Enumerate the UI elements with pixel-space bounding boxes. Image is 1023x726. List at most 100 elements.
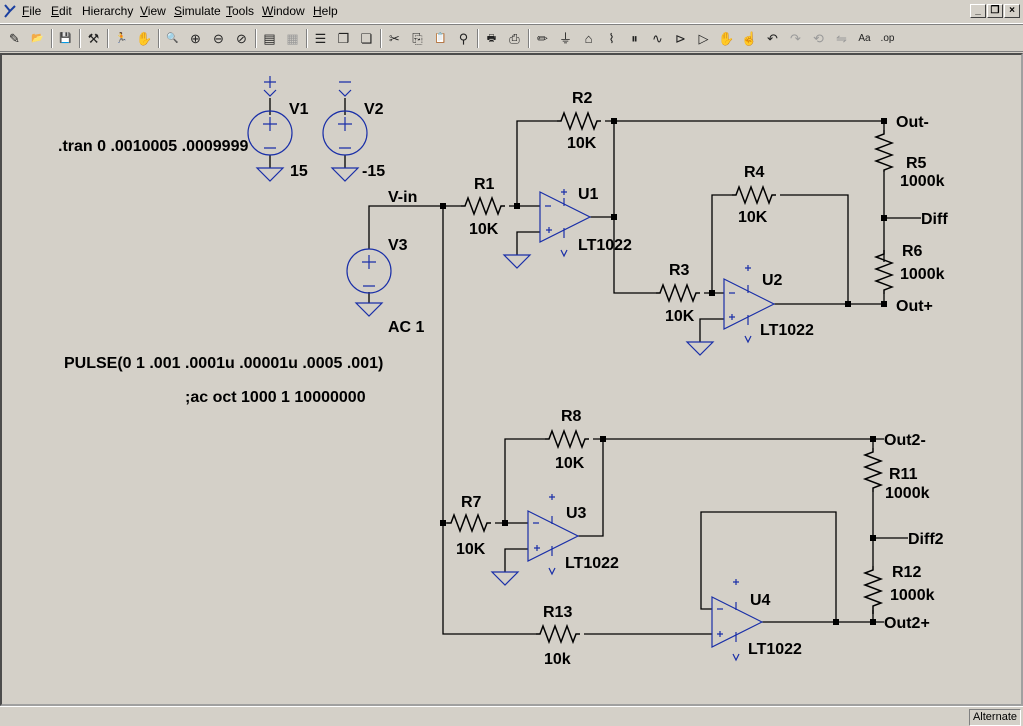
capacitor-icon[interactable]: ⏸ [631,31,638,46]
r2-ref: R2 [572,90,593,107]
zoom-in-icon[interactable]: 🔍 [166,33,179,44]
voltage-source-v3[interactable] [346,248,392,294]
toolbar-separator [107,29,109,48]
toolbar-separator [306,29,308,48]
resistor-r7[interactable] [447,512,491,534]
autorange-icon[interactable]: ▤ [263,31,276,46]
r11-value: 1000k [885,485,930,502]
status-mode: Alternate [968,709,1021,726]
r3-value: 10K [665,308,695,325]
u4-ref: U4 [750,592,771,609]
tile-horizontal-icon[interactable]: ☰ [314,31,327,46]
u1-model: LT1022 [578,237,632,254]
control-panel-hammer-icon[interactable]: ⚒ [87,31,100,46]
resistor-r4[interactable] [732,184,776,206]
menu-file[interactable]: File [22,4,42,18]
u2-ref: U2 [762,272,783,289]
opamp-u4[interactable] [711,579,764,662]
resistor-r8[interactable] [545,428,589,450]
schematic-canvas[interactable] [0,53,1023,706]
app-logo-icon [4,4,16,18]
r4-ref: R4 [744,164,765,181]
run-icon[interactable]: 🏃 [115,33,128,44]
resistor-r13[interactable] [536,623,580,645]
v3-value: AC 1 [388,319,425,336]
zoom-cancel-icon[interactable]: ⊘ [236,31,247,46]
cascade-icon[interactable]: ❐ [337,31,350,46]
opamp-u2[interactable] [723,265,776,344]
grid-icon[interactable]: ▦ [286,31,299,46]
print-preview-icon[interactable]: 🖶 [486,33,497,44]
r4-value: 10K [738,209,768,226]
v3-ref: V3 [388,237,408,254]
junction-dots [440,118,887,625]
draw-wire-icon[interactable]: ✏ [537,31,548,46]
opamp-u3[interactable] [527,494,580,576]
schematic-drawing[interactable]: .tran 0 .0010005 .0009999 PULSE(0 1 .001… [0,53,1023,706]
resistor-r2[interactable] [557,110,601,132]
r8-ref: R8 [561,408,582,425]
r5-value: 1000k [900,173,945,190]
resistor-r12[interactable] [862,566,884,614]
tile-vertical-icon[interactable]: ❏ [360,31,373,46]
resistor-r3[interactable] [656,282,700,304]
net-diff: Diff [921,211,948,228]
resistor-r5[interactable] [873,130,895,172]
resistor-r1[interactable] [461,195,505,217]
undo-icon[interactable]: ↶ [767,31,778,46]
diode-icon[interactable]: ⊳ [675,31,686,46]
net-out2-minus: Out2- [884,432,926,449]
voltage-source-v1[interactable] [247,76,293,156]
inductor-icon[interactable]: ∿ [652,31,663,46]
resistor-r6[interactable] [873,250,895,294]
rotate-icon[interactable]: ⟲ [813,31,824,46]
directive-pulse: PULSE(0 1 .001 .0001u .00001u .0005 .001… [64,355,383,372]
menu-simulate[interactable]: Simulate [174,4,221,18]
zoom-out-icon[interactable]: ⊖ [213,31,224,46]
halt-hand-icon[interactable]: ✋ [136,31,153,46]
menu-tools[interactable]: Tools [226,4,255,18]
opamp-u1[interactable] [539,189,592,258]
redo-icon[interactable]: ↷ [790,31,801,46]
close-button[interactable]: × [1004,4,1020,18]
r11-ref: R11 [889,466,918,483]
r8-value: 10K [555,455,585,472]
save-icon[interactable]: 💾 [59,33,72,44]
open-folder-icon[interactable]: 📂 [31,33,44,44]
toolbar-separator [380,29,382,48]
zoom-pan-icon[interactable]: ⊕ [190,31,201,46]
component-icon[interactable]: ▷ [698,31,709,46]
menu-edit[interactable]: Edit [51,4,72,18]
mirror-icon[interactable]: ⇋ [836,31,847,46]
menu-help[interactable]: Help [313,4,338,18]
label-net-icon[interactable]: ⌂ [584,31,593,46]
r1-ref: R1 [474,176,495,193]
minimize-button[interactable]: _ [970,4,986,18]
new-schematic-icon[interactable]: ✎ [9,31,20,46]
drag-hand-icon[interactable]: ☝ [741,31,758,46]
cut-icon[interactable]: ✂ [389,31,400,46]
r1-value: 10K [469,221,499,238]
menu-view[interactable]: View [140,4,166,18]
copy-icon[interactable]: ⎘ [412,31,423,46]
restore-button[interactable]: ❐ [987,4,1003,18]
menu-window[interactable]: Window [262,4,305,18]
resistor-r11[interactable] [862,448,884,492]
wires [269,98,921,635]
spice-directive-icon[interactable]: .op [880,33,895,44]
net-diff2: Diff2 [908,531,944,548]
ground-icon[interactable]: ⏚ [558,31,572,46]
menu-hierarchy[interactable]: Hierarchy [82,4,134,18]
u2-model: LT1022 [760,322,814,339]
voltage-source-v2[interactable] [322,81,368,156]
resistor-icon[interactable]: ⌇ [608,31,615,46]
print-icon[interactable]: ⎙ [509,31,520,46]
move-hand-icon[interactable]: ✋ [718,31,735,46]
paste-icon[interactable]: 📋 [434,33,447,44]
r12-value: 1000k [890,587,935,604]
r12-ref: R12 [892,564,921,581]
labels: .tran 0 .0010005 .0009999 PULSE(0 1 .001… [58,90,948,668]
text-icon[interactable]: Aa [858,33,871,44]
menu-bar: File Edit Hierarchy View Simulate Tools … [0,0,1023,24]
find-binoculars-icon[interactable]: ⚲ [458,31,469,46]
